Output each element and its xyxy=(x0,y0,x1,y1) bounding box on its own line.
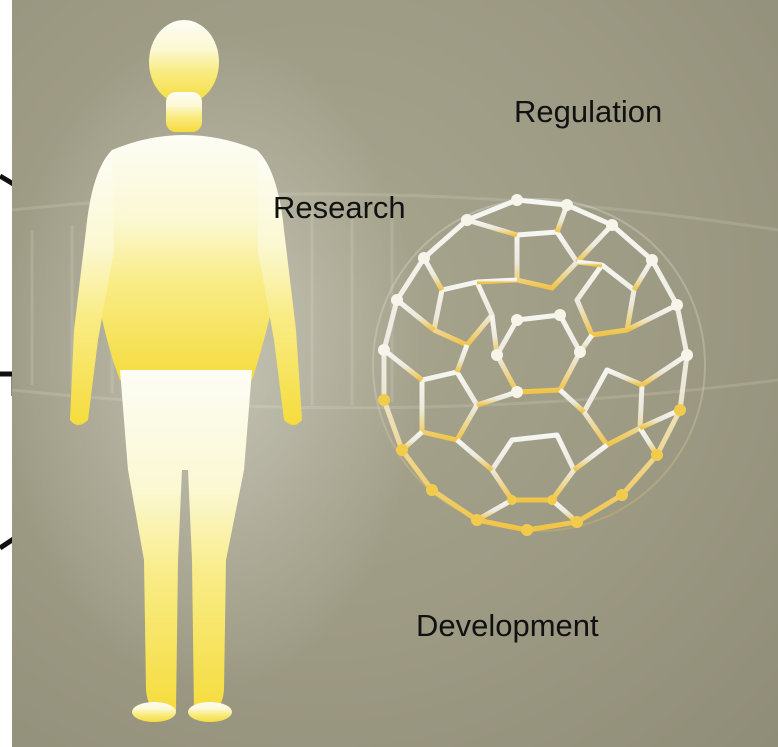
molecule-atoms-gold xyxy=(378,394,686,536)
label-regulation: Regulation xyxy=(514,94,663,129)
molecule-atoms xyxy=(378,194,693,398)
label-development: Development xyxy=(416,608,599,643)
label-research: Research xyxy=(273,190,406,225)
hero-image xyxy=(12,0,778,747)
buckyball-molecule xyxy=(372,197,706,533)
human-silhouette xyxy=(70,20,302,722)
